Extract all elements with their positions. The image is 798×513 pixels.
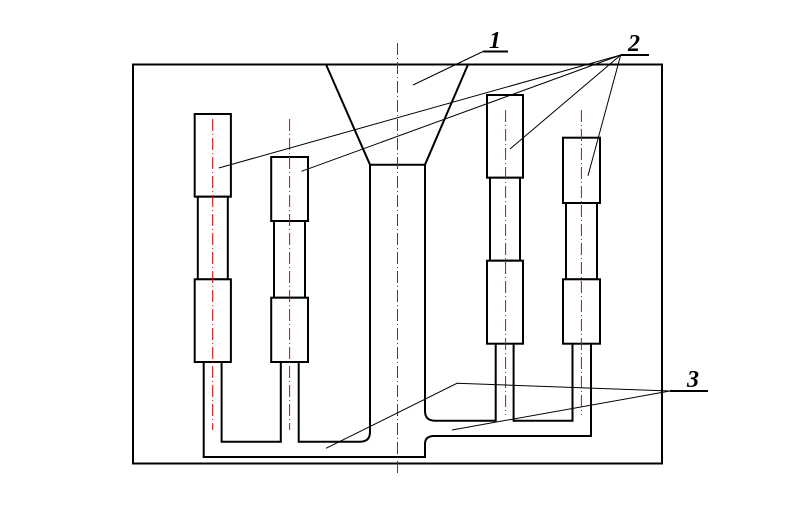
runner-inner-left (220, 362, 282, 443)
callout-1: 1 (412, 28, 508, 86)
runner-outer (202, 343, 592, 458)
callout-3: 3 (325, 367, 708, 449)
callout-3-label: 3 (686, 367, 699, 393)
runner-inner-sprue-left (297, 164, 371, 443)
callout-1-label: 1 (489, 28, 501, 54)
callout-2-label: 2 (627, 31, 640, 57)
callout-2: 2 (218, 31, 649, 176)
runner-inner-sprue-right (424, 164, 497, 422)
runner-inner-right (512, 343, 574, 422)
casting-c (486, 94, 524, 345)
